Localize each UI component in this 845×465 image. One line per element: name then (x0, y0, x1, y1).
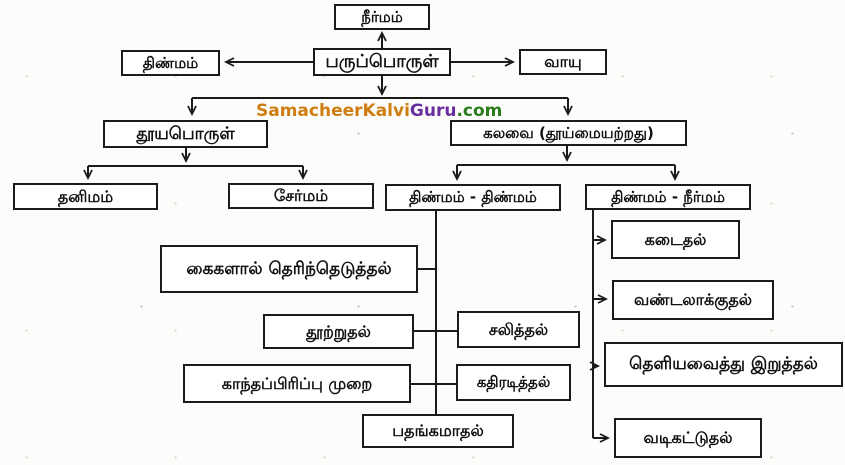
node-compound: சேர்மம் (228, 183, 374, 209)
node-winnowing: தூற்றுதல் (263, 314, 414, 349)
watermark: SamacheerKalviGuru.com (256, 101, 502, 121)
node-sieving: சலித்தல் (457, 311, 580, 348)
node-hand-picking: கைகளால் தெரிந்தெடுத்தல் (160, 245, 418, 293)
node-churning: கடைதல் (611, 220, 740, 259)
watermark-part-3: .com (456, 101, 503, 121)
node-matter: பருப்பொருள் (313, 48, 451, 76)
node-gas: வாயு (519, 49, 607, 75)
node-pure-substance: தூயபொருள் (103, 120, 268, 148)
node-sublimation: பதங்கமாதல் (362, 414, 514, 448)
node-threshing: கதிரடித்தல் (456, 364, 571, 401)
node-element: தனிமம் (13, 183, 158, 210)
node-sedimentation: வண்டலாக்குதல் (612, 280, 774, 320)
node-decantation: தெளியவைத்து இறுத்தல் (604, 342, 843, 387)
node-filtration: வடிகட்டுதல் (614, 418, 762, 458)
watermark-part-2: Guru (409, 101, 457, 121)
node-solid: திண்மம் (121, 50, 220, 76)
node-magnetic-separation: காந்தப்பிரிப்பு முறை (183, 364, 411, 403)
node-mixture: கலவை (தூய்மையற்றது) (450, 120, 687, 146)
watermark-part-1: SamacheerKalvi (256, 101, 410, 121)
node-solid-liquid: திண்மம் - நீர்மம் (585, 184, 751, 210)
node-solid-solid: திண்மம் - திண்மம் (385, 184, 561, 211)
node-liquid: நீர்மம் (334, 4, 430, 30)
